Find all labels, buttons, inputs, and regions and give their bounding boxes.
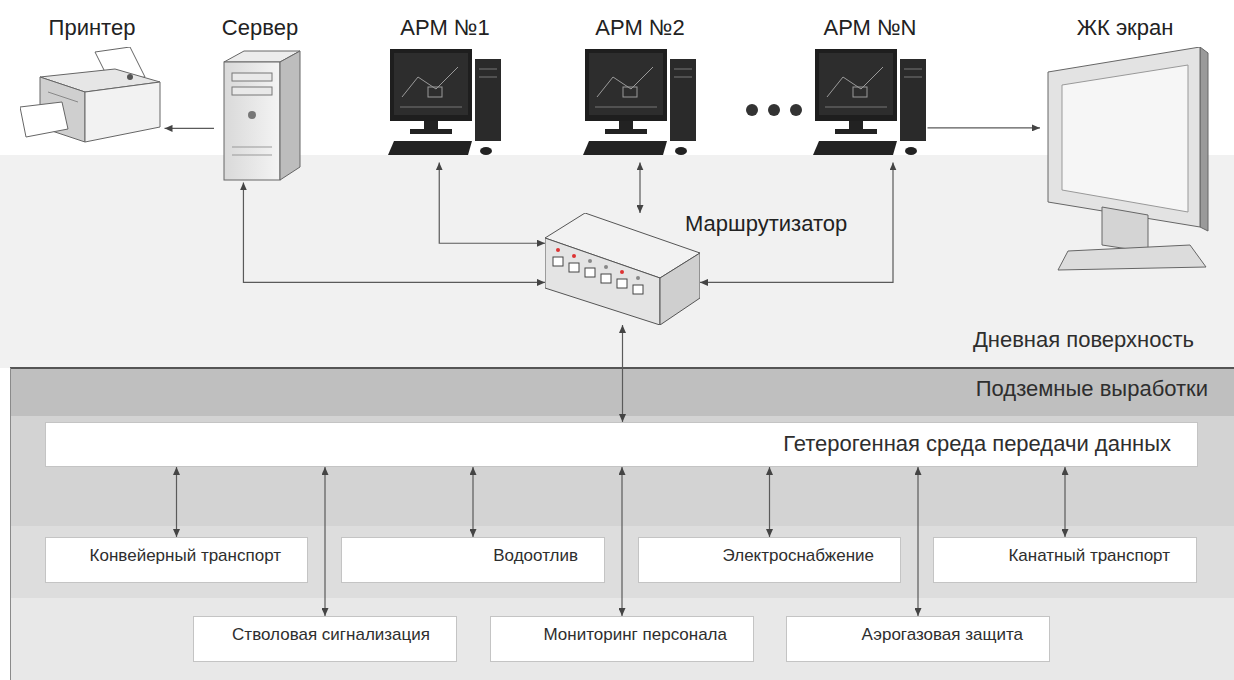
pc-icon	[388, 47, 503, 162]
workstation-node: АРМ №2	[583, 15, 698, 162]
subsystem-box: Электроснабжение	[638, 537, 901, 583]
pc-icon	[813, 47, 928, 162]
connector-line	[769, 467, 770, 537]
pc-icon	[583, 47, 698, 162]
subsystem-box: Канатный транспорт	[933, 537, 1197, 583]
device-label: Сервер	[222, 15, 298, 41]
box-label: Конвейерный транспорт	[90, 546, 281, 566]
connector-line	[243, 182, 545, 282]
box-label: Электроснабжение	[723, 546, 874, 566]
subsystem-box: Стволовая сигнализация	[193, 616, 457, 662]
subsystem-box: Аэрогазовая защита	[786, 616, 1050, 662]
band-edge	[10, 368, 11, 680]
connector-line	[472, 467, 473, 537]
printer-drawing	[20, 47, 160, 142]
underground-zone: Подземные выработкиГетерогенная среда пе…	[10, 368, 1234, 680]
box-label: Канатный транспорт	[1008, 546, 1170, 566]
connector-line	[639, 162, 640, 213]
subsystem-box: Конвейерный транспорт	[45, 537, 308, 583]
connector-line	[917, 467, 918, 616]
box-label: Гетерогенная среда передачи данных	[783, 431, 1171, 457]
pc-drawing	[583, 49, 696, 155]
printer-icon	[20, 47, 165, 147]
pc-drawing	[388, 49, 501, 155]
workstation-node: АРМ №N	[813, 15, 928, 162]
box-label: Водоотлив	[493, 546, 578, 566]
lcd-drawing	[1048, 47, 1208, 270]
connector-line	[165, 128, 215, 129]
pc-drawing	[813, 49, 926, 155]
device-label: АРМ №N	[823, 15, 916, 41]
subsystem-box: Мониторинг персонала	[490, 616, 754, 662]
network-bus: Гетерогенная среда передачи данных	[45, 422, 1198, 467]
connector-line	[439, 162, 545, 243]
dot	[768, 104, 780, 116]
router-node: Маршрутизатор	[545, 213, 700, 325]
server-node: Сервер	[214, 15, 306, 182]
display-node: ЖК экран	[1040, 15, 1210, 272]
workstation-node: АРМ №1	[388, 15, 503, 162]
device-label: АРМ №1	[400, 15, 489, 41]
device-label: АРМ №2	[595, 15, 684, 41]
dot	[746, 104, 758, 116]
device-label: ЖК экран	[1077, 15, 1174, 41]
lcd-icon	[1040, 47, 1210, 272]
box-label: Мониторинг персонала	[544, 625, 727, 645]
connector-line	[928, 127, 1041, 128]
subsystem-box: Водоотлив	[341, 537, 605, 583]
server-icon	[214, 47, 306, 182]
ellipsis-dots	[746, 104, 802, 116]
printer-node: Принтер	[20, 15, 165, 147]
connector-line	[324, 467, 325, 616]
zone-label: Дневная поверхность	[973, 327, 1194, 353]
dot	[790, 104, 802, 116]
connector-line	[1064, 467, 1065, 537]
router-drawing	[545, 213, 700, 325]
connector-line	[176, 467, 177, 537]
server-drawing	[224, 51, 300, 180]
connector-line	[621, 467, 622, 616]
box-label: Стволовая сигнализация	[232, 625, 430, 645]
router-icon	[545, 213, 700, 325]
connector-line	[622, 325, 623, 422]
zone-heading: Подземные выработки	[976, 376, 1208, 402]
device-label: Принтер	[49, 15, 136, 41]
router-label: Маршрутизатор	[685, 211, 847, 237]
box-label: Аэрогазовая защита	[862, 625, 1023, 645]
